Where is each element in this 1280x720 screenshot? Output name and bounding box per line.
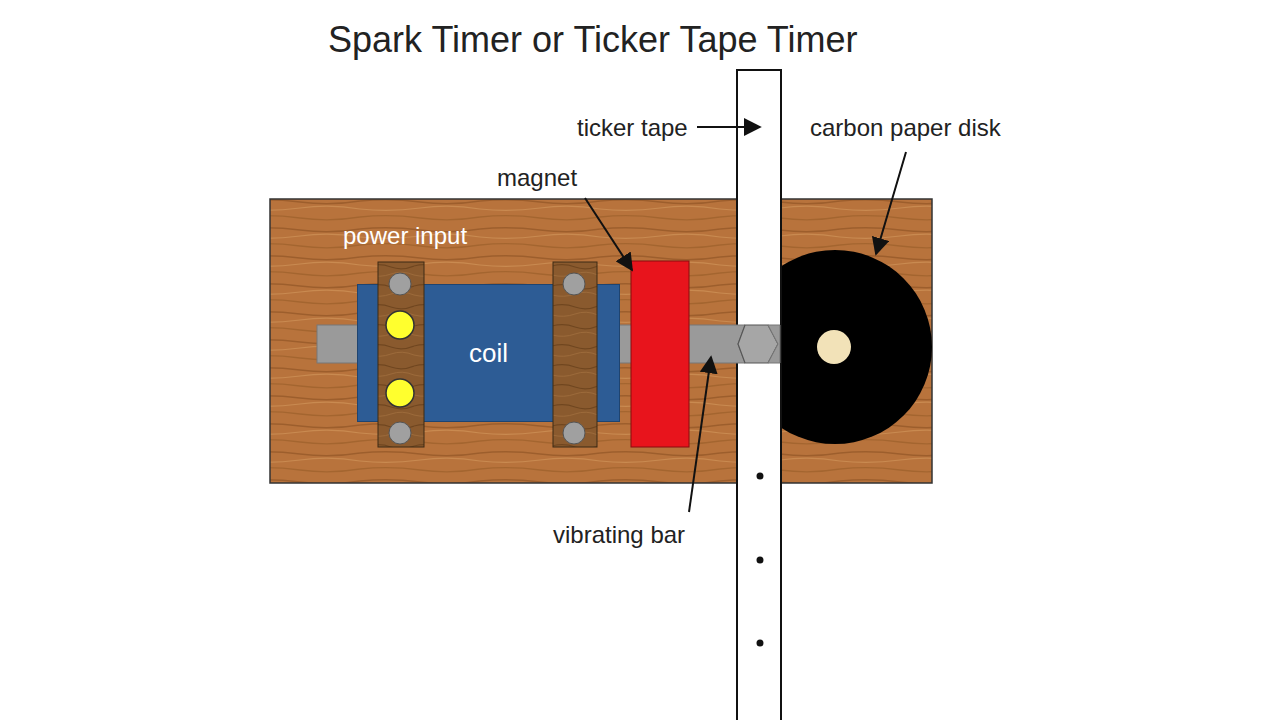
coil-body: coil xyxy=(357,284,620,422)
part-label: ticker tape xyxy=(577,114,688,142)
node-text: coil xyxy=(469,338,508,369)
diagram-title: Spark Timer or Ticker Tape Timer xyxy=(328,19,858,60)
part-label: carbon paper disk xyxy=(810,114,1001,142)
part-label: vibrating bar xyxy=(553,521,685,549)
board-label: power input xyxy=(343,222,467,250)
part-label: magnet xyxy=(497,164,577,192)
